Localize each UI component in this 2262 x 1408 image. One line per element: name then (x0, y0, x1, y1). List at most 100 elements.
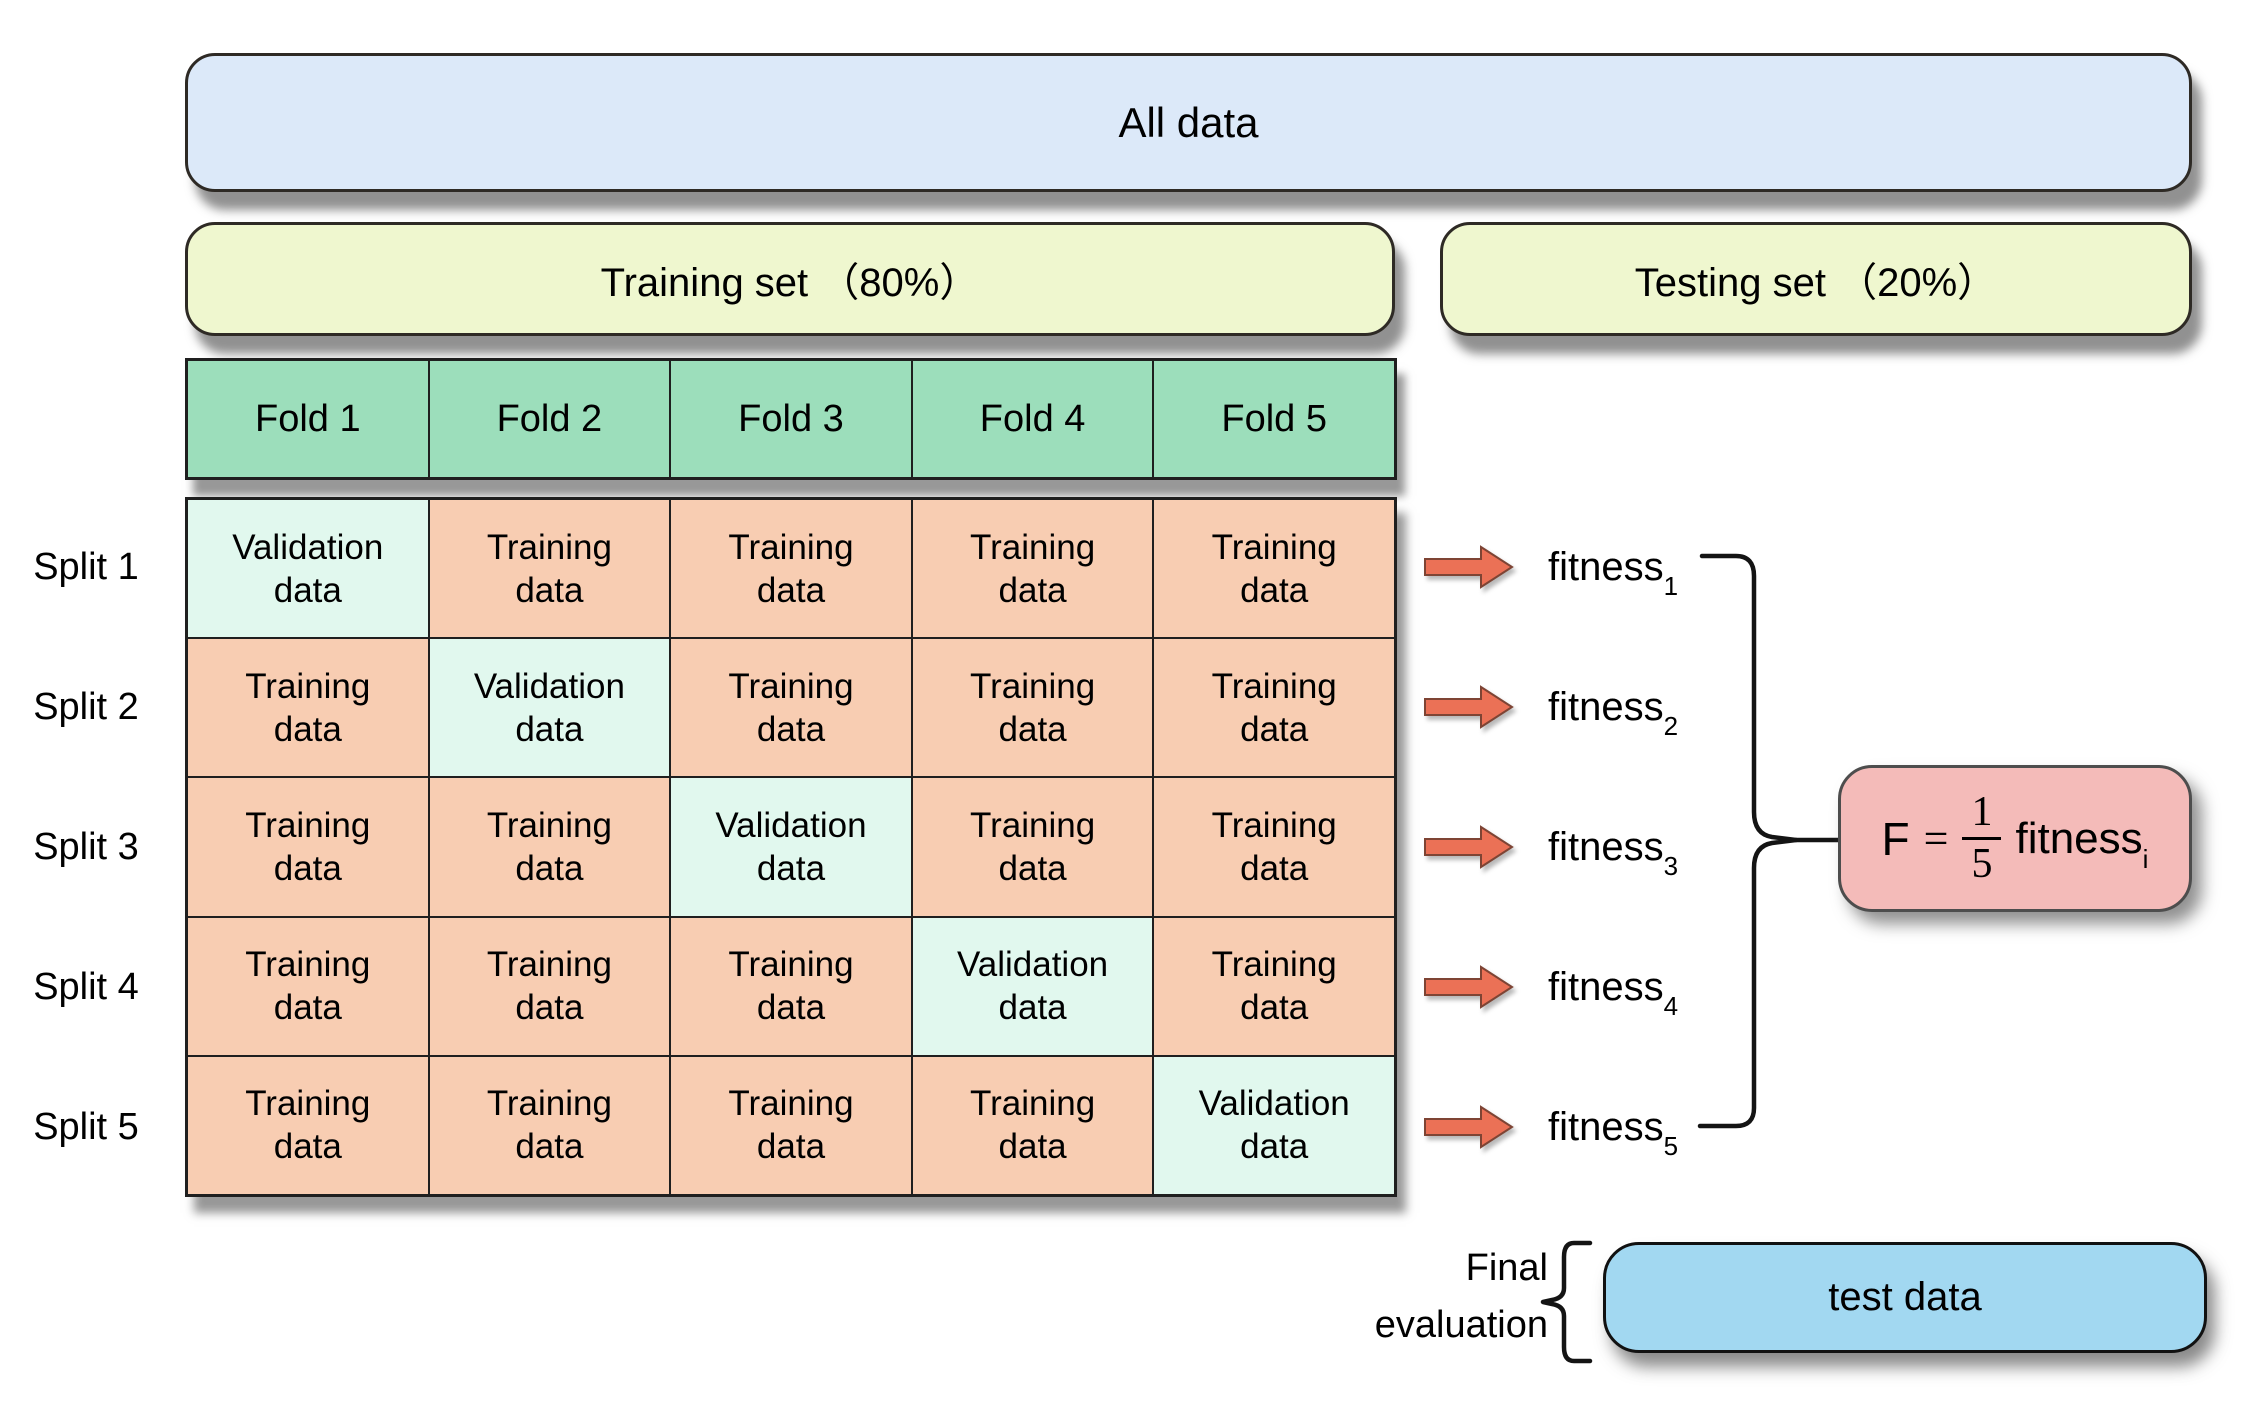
testing-set-box: Testing set （20%） (1440, 222, 2192, 336)
cell-text-line: data (515, 848, 584, 888)
cell-text-line: Training (245, 1084, 371, 1124)
cell-text-line: Training (728, 527, 854, 567)
fitness-row: fitness1 (1424, 497, 1678, 637)
cell-text-line: data (515, 1127, 584, 1167)
cell-text-line: data (998, 709, 1067, 749)
cell-text-line: data (998, 570, 1067, 610)
arrow-right-icon (1424, 965, 1514, 1009)
cell-text-line: data (756, 570, 826, 610)
fitness-base: fitness (1548, 964, 1664, 1009)
fitness-row: fitness3 (1424, 777, 1678, 917)
cell-text-line: Validation (957, 945, 1109, 985)
formula-fraction: 1 5 (1962, 791, 2002, 886)
cell-text-line: Training (245, 666, 371, 706)
average-fitness-formula-box: F = 1 5 fitnessi (1838, 765, 2192, 912)
cell-text-line: Training (486, 527, 612, 567)
cell-text-line: data (998, 848, 1067, 888)
split-label: Split 3 (33, 825, 139, 868)
test-data-box: test data (1603, 1242, 2207, 1353)
cell-text-line: Training (728, 1084, 854, 1124)
all-data-label: All data (1118, 98, 1259, 146)
cell-text-line: Validation (1198, 1084, 1350, 1124)
fold-header-cell: Fold 2 (428, 360, 671, 478)
fitness-subscript: 3 (1663, 850, 1679, 881)
final-evaluation-line1: Final (1465, 1247, 1548, 1289)
cell-text-line: data (515, 988, 584, 1028)
cell-text-line: data (515, 709, 584, 749)
fitness-row: fitness5 (1424, 1057, 1678, 1197)
arrow-right-icon (1424, 1105, 1514, 1149)
cell-text-line: data (756, 988, 826, 1028)
cell-text-line: Training (1211, 805, 1337, 845)
arrow-right-icon (1424, 825, 1514, 869)
formula-rhs-base: fitness (2015, 813, 2143, 863)
fitness-row: fitness4 (1424, 917, 1678, 1057)
split-label: Split 2 (33, 685, 139, 728)
cell-text-line: Validation (715, 805, 867, 845)
cell-text-line: data (515, 570, 584, 610)
split-label: Split 1 (33, 545, 139, 588)
cell-text-line: Training (1211, 527, 1337, 567)
split-label: Split 5 (33, 1105, 139, 1148)
fitness-group-bracket (1697, 553, 1843, 1129)
cell-text-line: Training (486, 805, 612, 845)
cell-text-line: Training (1211, 945, 1337, 985)
fitness-subscript: 5 (1663, 1130, 1679, 1161)
fitness-label: fitness5 (1548, 1104, 1678, 1159)
fitness-label: fitness4 (1548, 964, 1678, 1019)
training-set-box: Training set （80%） (185, 222, 1395, 336)
final-evaluation-brace (1540, 1240, 1593, 1364)
cell-text-line: data (1240, 709, 1309, 749)
cell-text-line: data (998, 1127, 1067, 1167)
cell-text-line: data (273, 709, 342, 749)
cell-text-line: Validation (232, 527, 384, 567)
fitness-row: fitness2 (1424, 637, 1678, 777)
cell-text-line: data (273, 988, 342, 1028)
fitness-base: fitness (1548, 1104, 1664, 1149)
cell-text-line: data (756, 709, 826, 749)
arrow-right-icon (1424, 685, 1514, 729)
fold-header-cell: Fold 1 (187, 360, 429, 478)
cell-text-line: Training (728, 945, 854, 985)
fitness-label: fitness1 (1548, 544, 1678, 599)
all-data-box: All data (185, 53, 2192, 192)
arrow-right-icon (1424, 545, 1514, 589)
fitness-subscript: 1 (1663, 570, 1679, 601)
cell-text-line: Training (486, 945, 612, 985)
fitness-base: fitness (1548, 544, 1664, 589)
cell-text-line: data (1240, 570, 1309, 610)
formula-rhs-subscript: i (2142, 843, 2149, 874)
test-data-label: test data (1828, 1275, 1982, 1319)
fraction-numerator: 1 (1962, 791, 2002, 840)
cell-text-line: data (756, 1127, 826, 1167)
cell-text-line: Training (970, 805, 1096, 845)
cell-text-line: Validation (473, 666, 625, 706)
cell-text-line: Training (970, 527, 1096, 567)
cell-text-line: Training (486, 1084, 612, 1124)
testing-set-label: Testing set （20%） (1634, 261, 1998, 305)
fold-header-cell: Fold 4 (911, 360, 1154, 478)
training-set-label: Training set （80%） (600, 261, 980, 305)
cell-text-line: Training (970, 666, 1096, 706)
cell-text-line: data (1240, 848, 1309, 888)
fitness-label: fitness3 (1548, 825, 1678, 879)
cell-text-line: data (756, 848, 826, 888)
